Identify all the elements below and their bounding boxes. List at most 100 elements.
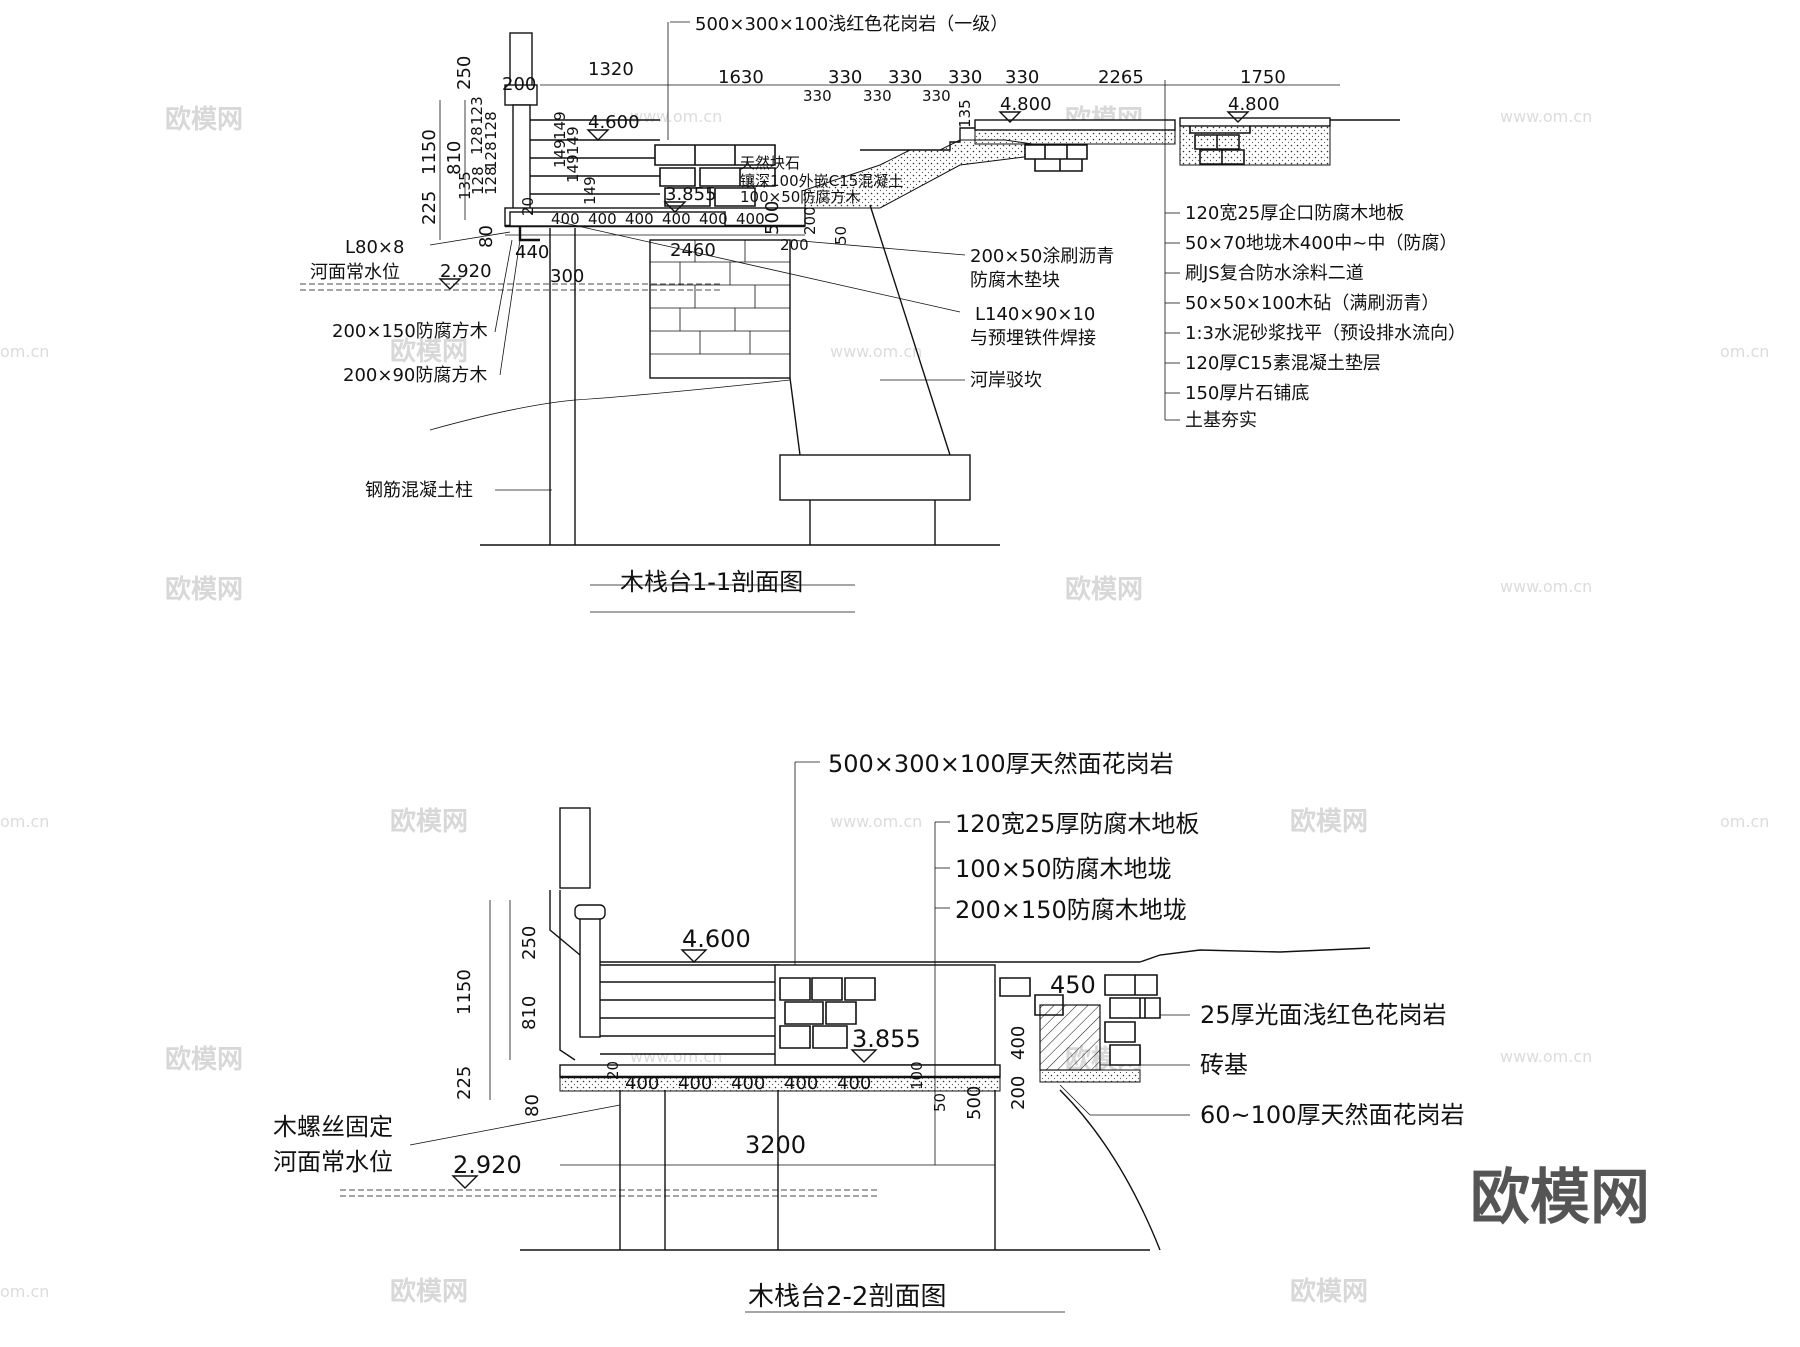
dim-joist-400: 400 [625,210,654,228]
dim-joist-400: 400 [699,210,728,228]
section-1-labels: 500×300×100浅红色花岗岩（一级） 1320 1630 330 330 … [310,14,1466,596]
dim-joist-400: 400 [784,1073,818,1094]
watermark-site: www.om.cn [1500,1047,1592,1066]
dim-300: 300 [550,266,584,287]
dim-small: 128 [482,141,500,170]
dim-225: 225 [454,1066,475,1100]
elev-4800: 4.800 [1228,94,1280,115]
section-2-labels: 500×300×100厚天然面花岗岩 120宽25厚防腐木地板 100×50防腐… [273,750,1464,1312]
watermark-brand: 欧模网 [1290,806,1368,837]
watermark-brand: 欧模网 [165,1044,243,1075]
dim-450: 450 [1050,971,1096,999]
dim-joist-400: 400 [588,210,617,228]
dim-500: 500 [762,201,783,235]
dim-250: 250 [519,926,540,960]
label-deck-board: 120宽25厚防腐木地板 [955,810,1199,838]
dim-330: 330 [948,67,982,88]
layer-label: 土基夯实 [1185,410,1257,431]
dim-1320: 1320 [588,59,634,80]
label-water-level: 河面常水位 [310,262,400,283]
watermark-site-short: om.cn [0,1282,49,1301]
watermark-site: www.om.cn [1500,107,1592,126]
dim-149: 149 [551,139,569,168]
dim-400: 400 [1008,1026,1029,1060]
section-1-title: 木栈台1-1剖面图 [620,568,803,596]
dim-3200: 3200 [745,1131,806,1159]
dim-810: 810 [519,996,540,1030]
label-timber-pad: 防腐木垫块 [970,270,1060,291]
label-light-granite: 25厚光面浅红色花岗岩 [1200,1001,1447,1029]
dim-small: 128 [469,166,487,195]
railing-post [512,104,531,211]
note-embed-concrete: 镶深100外嵌C15混凝土 [740,172,903,190]
dim-joist-400: 400 [625,1073,659,1094]
right-paving [1179,117,1331,127]
label-water-level: 河面常水位 [273,1148,393,1176]
label-joist-100x50: 100×50防腐木地垅 [955,855,1171,883]
watermark-brand: 欧模网 [1065,574,1143,605]
dim-joist-20: 20 [519,197,537,216]
dim-80: 80 [522,1094,543,1117]
dim-330: 330 [1005,67,1039,88]
layer-label: 120宽25厚企口防腐木地板 [1185,203,1404,224]
wall-footing [779,454,971,501]
elev-3855: 3.855 [665,184,717,205]
dim-joist-400: 400 [736,210,765,228]
label-rc-column: 钢筋混凝土柱 [365,480,473,501]
dim-1150: 1150 [454,969,475,1015]
dim-small: 128 [482,111,500,140]
label-bank-wall: 河岸驳坎 [970,370,1042,391]
watermark-brand: 欧模网 [390,336,468,367]
layer-label: 50×50×100木砧（满刷沥青） [1185,293,1439,314]
light-granite-stones [1104,974,1161,1066]
dim-200: 200 [780,236,809,254]
layer-label: 120厚C15素混凝土垫层 [1185,353,1381,374]
dim-joist-20: 20 [604,1061,622,1080]
label-angle-steel: L80×8 [345,237,404,258]
watermark-brand: 欧模网 [390,1276,468,1307]
mortar-layer [974,129,1176,145]
dim-200: 200 [801,206,819,235]
dim-440: 440 [515,242,549,263]
layer-label: 刷JS复合防水涂料二道 [1185,263,1364,284]
layer-label: 1:3水泥砂浆找平（预设排水流向） [1185,323,1466,344]
dim-joist-400: 400 [551,210,580,228]
brick-pier [1039,1004,1101,1071]
elev-2920: 2.920 [440,261,492,282]
label-asphalt-pad: 200×50涂刷沥青 [970,246,1114,267]
watermark-site-short: om.cn [1720,342,1769,361]
dim-200: 200 [1008,1076,1029,1110]
label-brick-base: 砖基 [1200,1051,1248,1079]
dim-joist-400: 400 [837,1073,871,1094]
dim-small: 123 [468,96,486,125]
layer-labels: 120宽25厚企口防腐木地板 50×70地垅木400中~中（防腐） 刷JS复合防… [1165,203,1466,431]
dim-2265: 2265 [1098,67,1144,88]
dim-200: 200 [502,74,536,95]
watermark-site: www.om.cn [630,1047,722,1066]
top-paving [974,119,1176,131]
dim-330-row2: 330 [922,87,951,105]
right-ground-fill [1179,124,1331,166]
brand-logo-text: 欧模网 [1470,1163,1650,1233]
note-timber: 100×50防腐方木 [740,188,860,206]
section-1-drawing [300,21,1400,613]
railing-cap [574,904,606,920]
label-granite-top: 500×300×100厚天然面花岗岩 [828,750,1174,778]
joist-layer [559,1076,1001,1092]
dim-joist-400: 400 [678,1073,712,1094]
watermark-layer: 欧模网 www.om.cn 欧模网 www.om.cn om.cn 欧模网 ww… [0,104,1769,1307]
dim-135: 135 [956,99,974,128]
dim-330: 330 [828,67,862,88]
railing-post-top [559,807,591,889]
dim-810: 810 [444,141,465,175]
watermark-brand: 欧模网 [1290,1276,1368,1307]
dim-149: 149 [564,154,582,183]
watermark-site: www.om.cn [830,342,922,361]
label-natural-granite: 60~100厚天然面花岗岩 [1200,1101,1464,1129]
dim-50: 50 [832,226,850,245]
dim-149: 149 [564,126,582,155]
elev-4800: 4.800 [1000,94,1052,115]
watermark-site: www.om.cn [1500,577,1592,596]
watermark-site-short: om.cn [1720,812,1769,831]
